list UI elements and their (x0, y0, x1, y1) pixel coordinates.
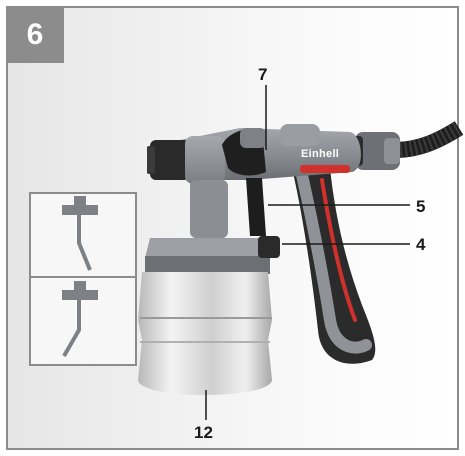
tube-orientation-inset (29, 192, 137, 366)
paint-container (138, 272, 272, 395)
tube-knob (258, 236, 280, 258)
figure-number-badge: 6 (6, 6, 64, 63)
callout-7: 7 (258, 65, 268, 84)
container-neck (145, 180, 270, 274)
brand-label: Einhell (301, 148, 340, 160)
callout-12: 12 (194, 423, 213, 442)
nozzle-clamp (222, 128, 266, 176)
hose (394, 121, 464, 158)
trigger (246, 178, 266, 236)
nozzle-cap (147, 136, 225, 184)
callout-leaders (205, 85, 410, 420)
callout-5: 5 (416, 197, 426, 216)
grip-handle (290, 160, 376, 364)
callout-4: 4 (416, 235, 426, 254)
